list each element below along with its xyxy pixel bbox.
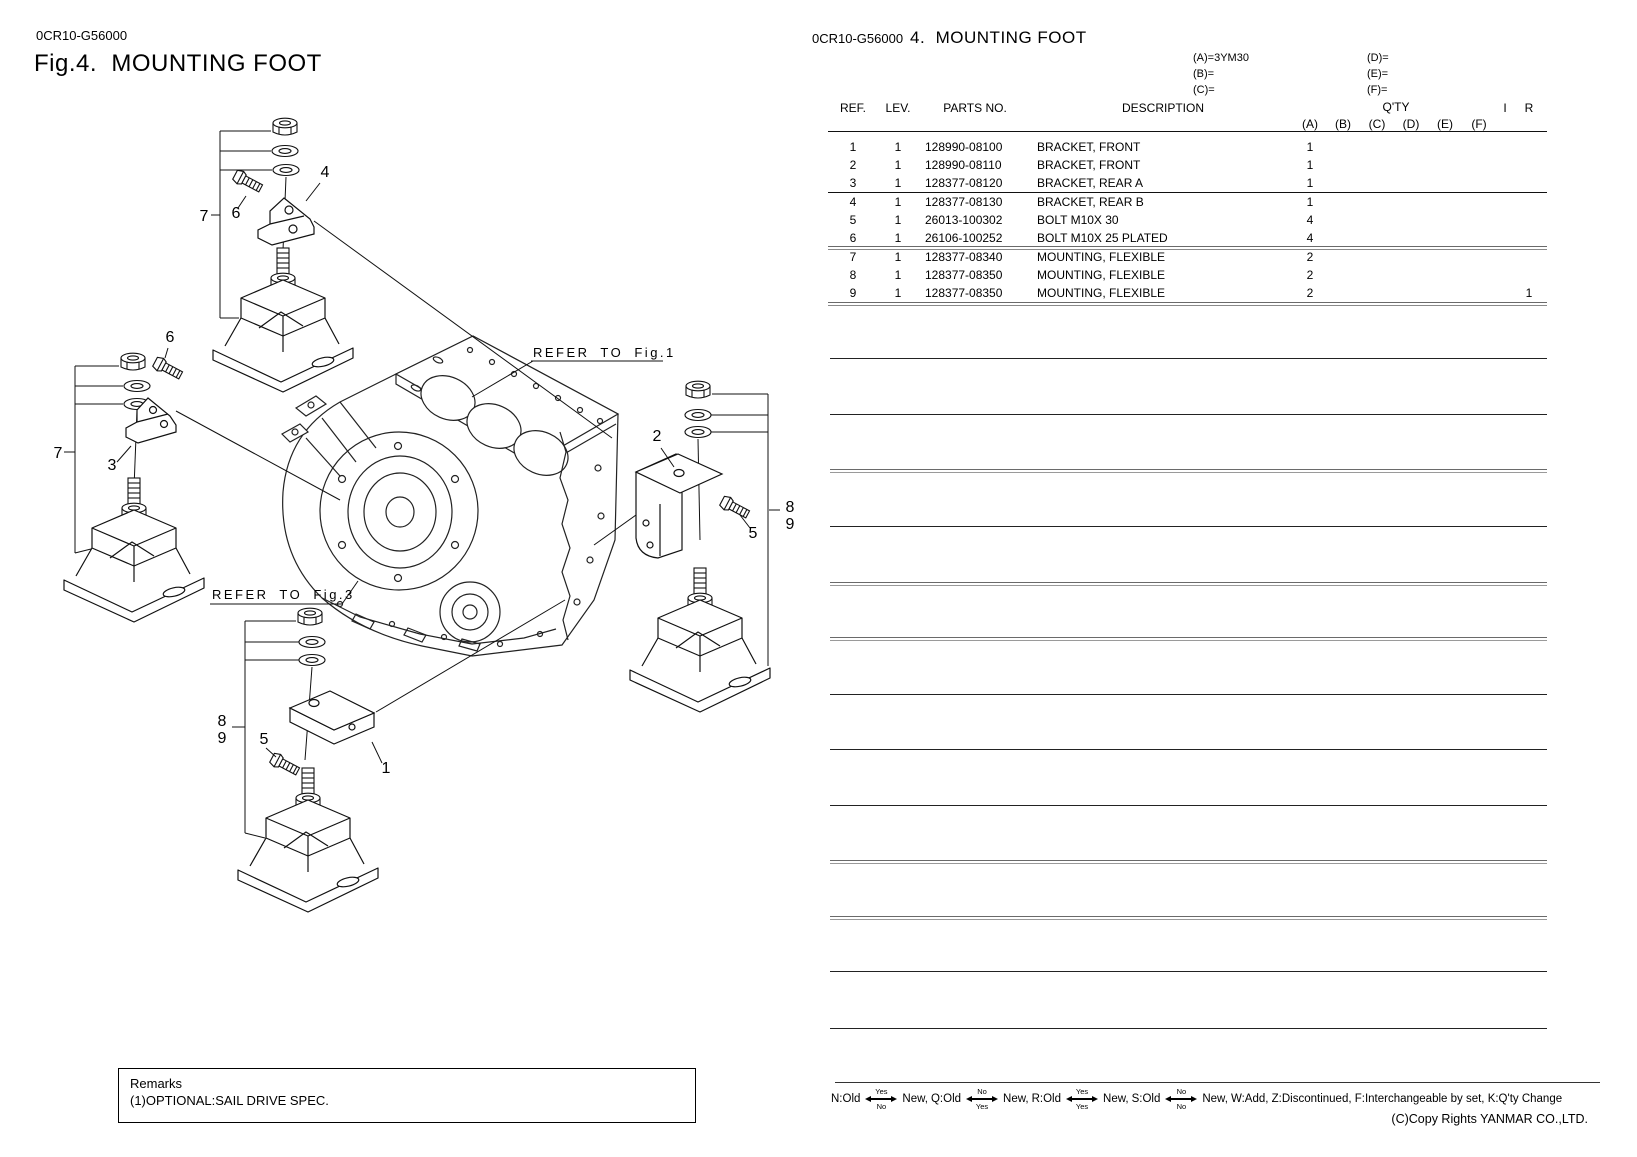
callout-5-right: 5: [749, 525, 758, 542]
ruled-line: [830, 414, 1547, 415]
old-new-arrow-icon: Yes Yes: [1066, 1088, 1099, 1110]
callout-6-top: 6: [232, 205, 241, 222]
right-doc-code: 0CR10-G56000: [812, 31, 904, 46]
refer-to-fig3-label: REFER TO Fig.3: [212, 587, 355, 602]
qty-subcol-a: (A): [1302, 117, 1318, 131]
qty-subcol-b: (B): [1335, 117, 1351, 131]
ruled-line: [830, 749, 1547, 750]
figure-title: Fig.4. MOUNTING FOOT: [34, 50, 322, 77]
old-new-arrow-icon: Yes No: [865, 1088, 898, 1110]
bottom-mount-assembly: 8 9 5 1: [218, 607, 391, 913]
callout-7-top: 7: [200, 208, 209, 225]
callout-8-bottom: 8: [218, 713, 227, 730]
ruled-line: [830, 582, 1547, 586]
remarks-title: Remarks: [130, 1076, 183, 1091]
old-new-arrow-icon: No Yes: [966, 1088, 999, 1110]
col-header-r: R: [1524, 101, 1534, 115]
col-header-parts: PARTS NO.: [943, 101, 1007, 115]
callout-7-left: 7: [54, 445, 63, 462]
legend-rule: [835, 1082, 1600, 1083]
spec-column-left: (A)=3YM30 (B)= (C)=: [1193, 50, 1249, 98]
ruled-line: [830, 694, 1547, 695]
callout-9-bottom: 9: [218, 730, 227, 747]
spec-column-right: (D)= (E)= (F)=: [1367, 50, 1389, 98]
table-end-rule: [828, 302, 1547, 306]
left-mount-assembly: 7 6 3: [54, 329, 205, 623]
col-header-qty: Q'TY: [1382, 100, 1410, 114]
ruled-line: [830, 358, 1547, 359]
spec-b: (B)=: [1193, 68, 1215, 80]
ruled-line: [830, 971, 1547, 972]
callout-3: 3: [108, 457, 117, 474]
left-doc-code: 0CR10-G56000: [36, 28, 128, 43]
ruled-line: [830, 637, 1547, 641]
spec-d: (D)=: [1367, 52, 1389, 64]
refer-to-fig1-label: REFER TO Fig.1: [533, 345, 676, 360]
ruled-line: [830, 916, 1547, 920]
callout-5-bottom: 5: [260, 731, 269, 748]
ruled-line: [830, 805, 1547, 806]
remarks-note: (1)OPTIONAL:SAIL DRIVE SPEC.: [130, 1093, 329, 1108]
ruled-line: [830, 526, 1547, 527]
spec-a: (A)=3YM30: [1193, 52, 1249, 64]
section-title: 4. MOUNTING FOOT: [910, 28, 1087, 47]
callout-6-left: 6: [166, 329, 175, 346]
mounting-foot-diagram: 7 6 4 7 6 3: [54, 117, 795, 913]
callout-8-right: 8: [786, 499, 795, 516]
engine-block-illustration: [281, 335, 620, 657]
legend-r: R:Old: [1031, 1093, 1062, 1105]
qty-subcol-e: (E): [1437, 117, 1453, 131]
col-header-lev: LEV.: [885, 101, 911, 115]
legend-s: S:Old: [1131, 1093, 1161, 1105]
col-header-description: DESCRIPTION: [1121, 101, 1204, 115]
callout-2: 2: [653, 428, 662, 445]
qty-subcol-f: (F): [1471, 117, 1487, 131]
callout-4: 4: [321, 164, 330, 181]
callout-9-right: 9: [786, 516, 795, 533]
top-mount-assembly: 7 6 4: [200, 117, 354, 393]
spec-f: (F)=: [1367, 84, 1388, 96]
ruled-line: [830, 469, 1547, 473]
right-mount-assembly: 8 9 5 2: [629, 380, 795, 713]
remarks-box: Remarks (1)OPTIONAL:SAIL DRIVE SPEC.: [118, 1068, 696, 1123]
table-group-rule: [828, 192, 1547, 193]
ruled-line: [830, 1028, 1547, 1029]
legend-n: N:Old: [831, 1093, 861, 1105]
callout-1: 1: [382, 760, 391, 777]
qty-subcol-c: (C): [1368, 117, 1386, 131]
table-group-rule: [828, 246, 1547, 250]
spec-c: (C)=: [1193, 84, 1215, 96]
legend-q: Q:Old: [930, 1093, 962, 1105]
leader-lines: [175, 220, 637, 713]
qty-subcol-d: (D): [1402, 117, 1420, 131]
spec-e: (E)=: [1367, 68, 1389, 80]
table-header-rule: [828, 131, 1547, 132]
legend-tail: W:Add, Z:Discontinued, F:Interchangeable…: [1230, 1093, 1563, 1105]
status-code-legend: N:Old Yes No New, Q:Old No Yes New, R:Ol…: [831, 1087, 1563, 1111]
copyright-notice: (C)Copy Rights YANMAR CO.,LTD.: [1391, 1112, 1588, 1126]
col-header-ref: REF.: [839, 101, 866, 115]
old-new-arrow-icon: No No: [1165, 1088, 1198, 1110]
ruled-line: [830, 860, 1547, 864]
col-header-i: I: [1503, 101, 1507, 115]
